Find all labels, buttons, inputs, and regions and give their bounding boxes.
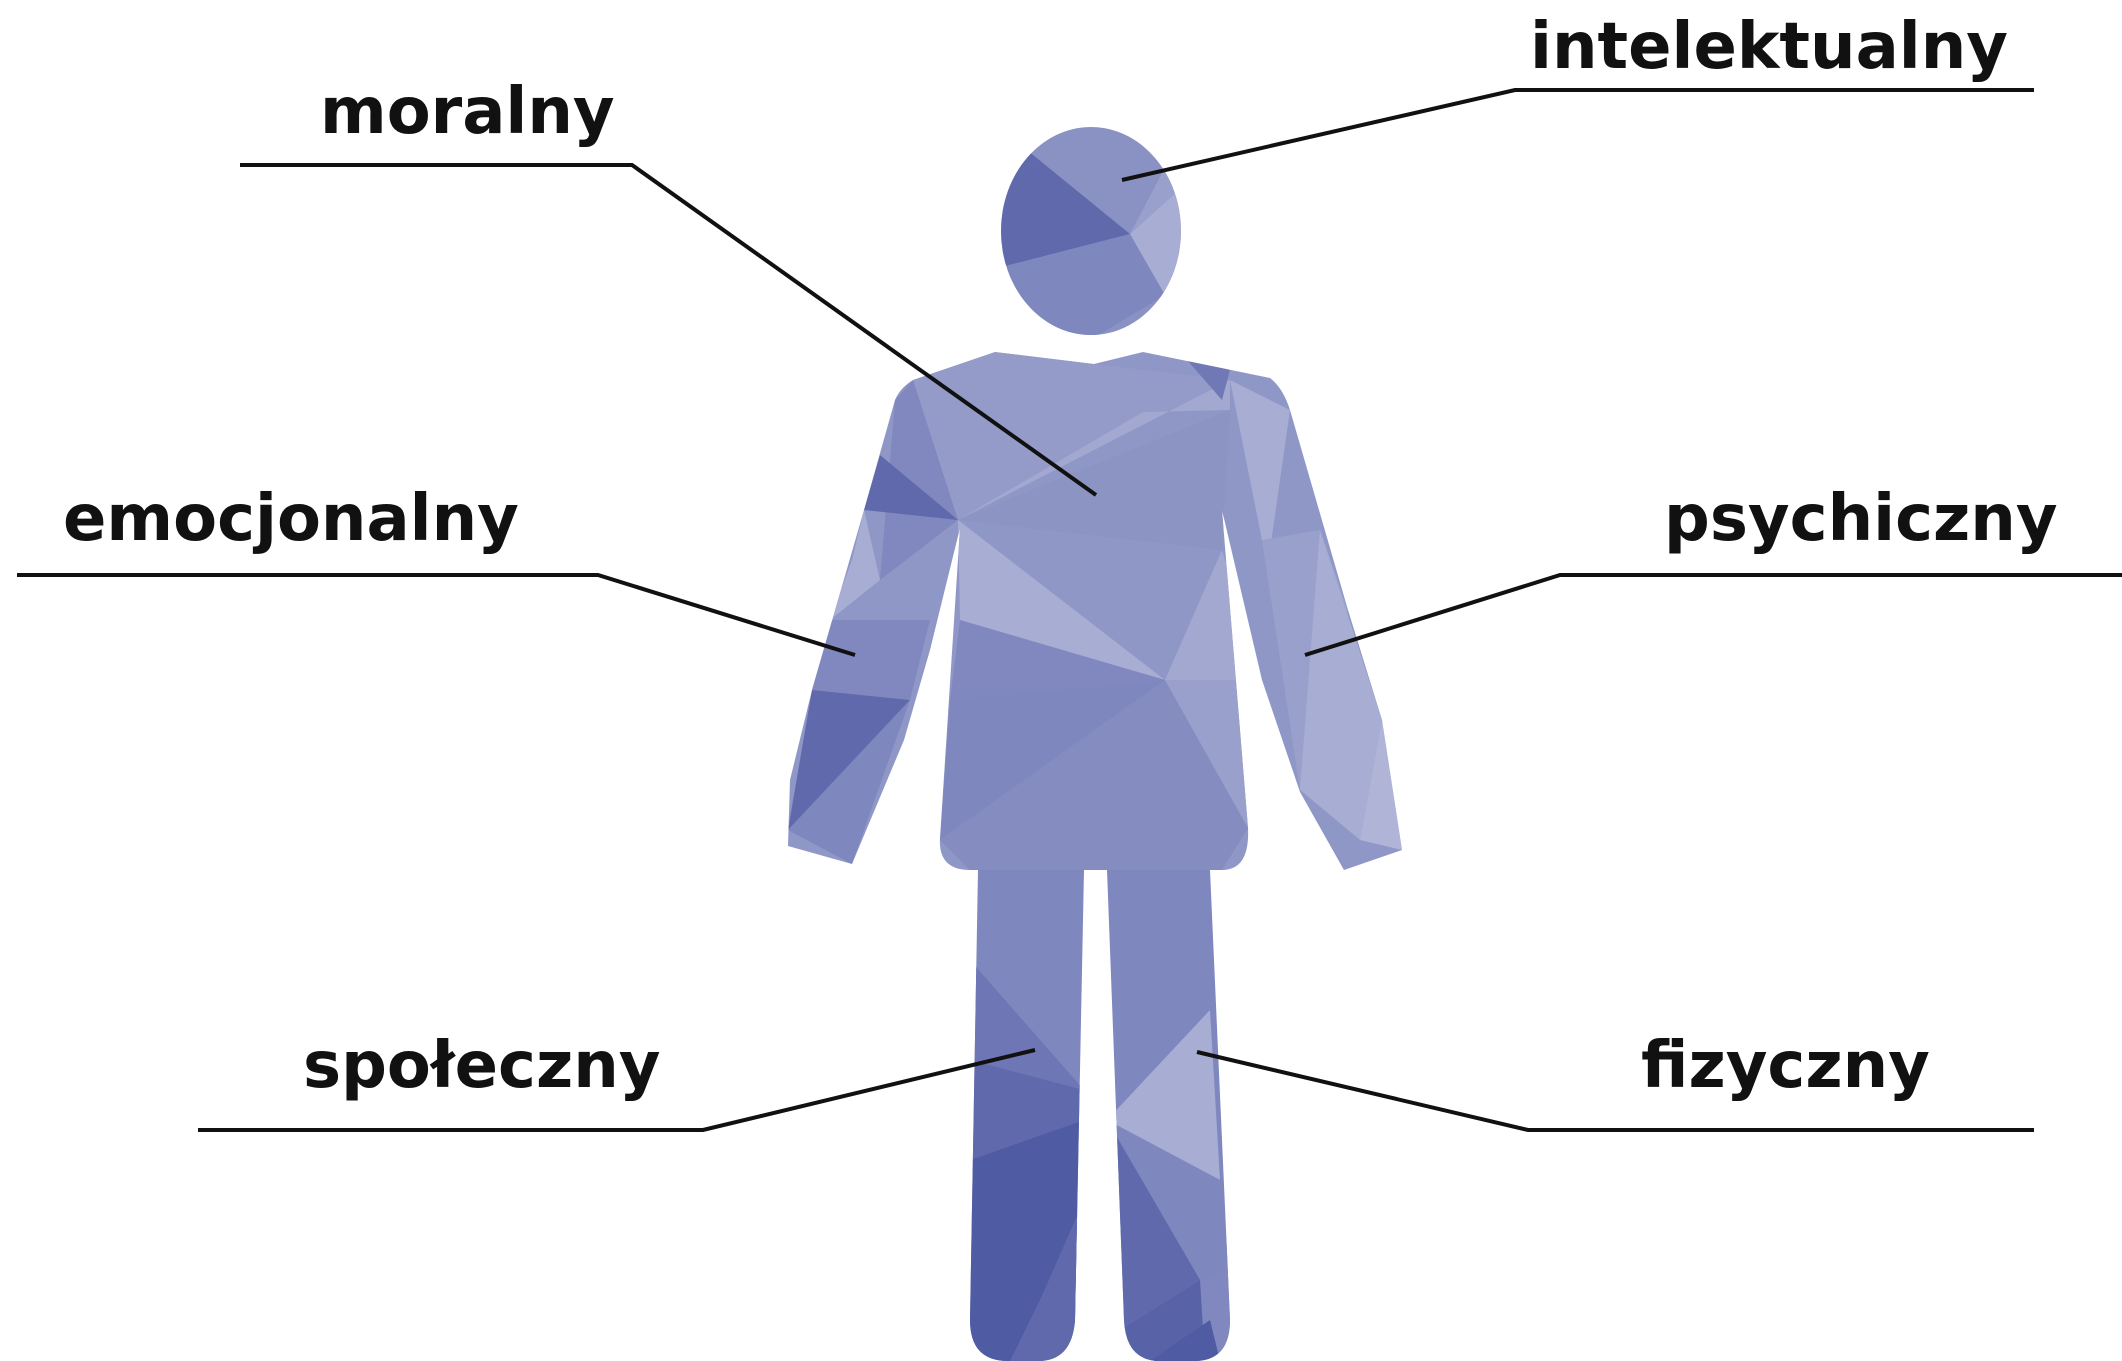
- label-emocjonalny: emocjonalny: [63, 482, 519, 556]
- leader-line-intelektualny: [1122, 90, 2034, 180]
- label-spoleczny: społeczny: [303, 1029, 661, 1103]
- leader-line-psychiczny: [1305, 575, 2122, 655]
- label-intelektualny: intelektualny: [1530, 10, 2008, 84]
- label-moralny: moralny: [320, 75, 615, 149]
- label-fizyczny: fizyczny: [1641, 1029, 1930, 1103]
- leader-line-emocjonalny: [17, 575, 855, 655]
- label-psychiczny: psychiczny: [1664, 482, 2058, 556]
- figure-legs: [960, 860, 1240, 1361]
- figure-torso-arms: [780, 340, 1420, 880]
- figure-head: [990, 120, 1190, 340]
- human-figure: [780, 120, 1420, 1361]
